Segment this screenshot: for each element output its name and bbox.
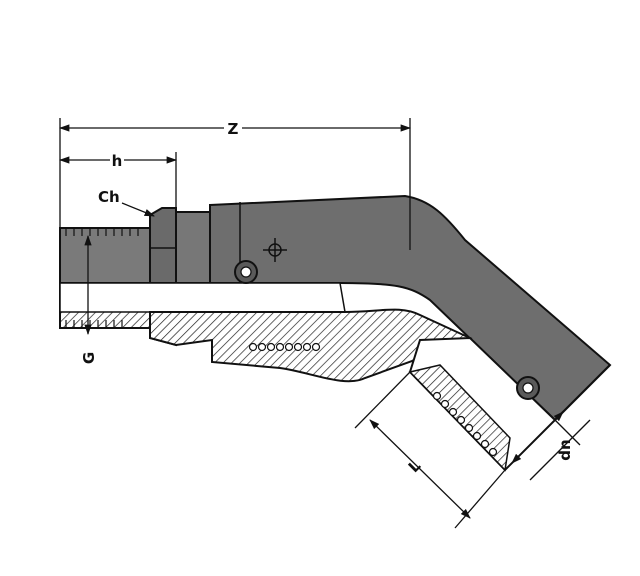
center-mark — [263, 238, 287, 262]
dimension-h-label: h — [112, 152, 123, 170]
hex-nut — [149, 207, 177, 284]
dimension-h-label-bg — [110, 150, 124, 170]
nut-collar — [175, 211, 211, 284]
fitting-bore — [59, 282, 346, 313]
dimension-g-label: G — [80, 352, 98, 364]
dimension-z-label-bg — [224, 118, 242, 138]
dimension-l-line — [369, 419, 471, 519]
dimension-l-ext-bottom — [454, 469, 506, 529]
terminal-pin-left-core — [240, 266, 252, 278]
dimension-dn-line — [511, 411, 564, 464]
dimension-dn-line-2 — [529, 419, 591, 481]
dimension-dn-label: dn — [556, 439, 574, 460]
dimension-l-label: L — [405, 456, 425, 476]
hex-size-label: Ch — [98, 188, 120, 206]
hex-size-leader — [121, 202, 155, 217]
dimension-z-label: Z — [228, 120, 239, 138]
thread-ticks — [65, 228, 139, 328]
dimension-l-ext-top — [354, 371, 411, 429]
thread-end-upper — [59, 227, 151, 284]
terminal-pin-right-core — [522, 382, 534, 394]
body-face-line — [554, 364, 611, 421]
heating-coil-row — [248, 342, 321, 352]
